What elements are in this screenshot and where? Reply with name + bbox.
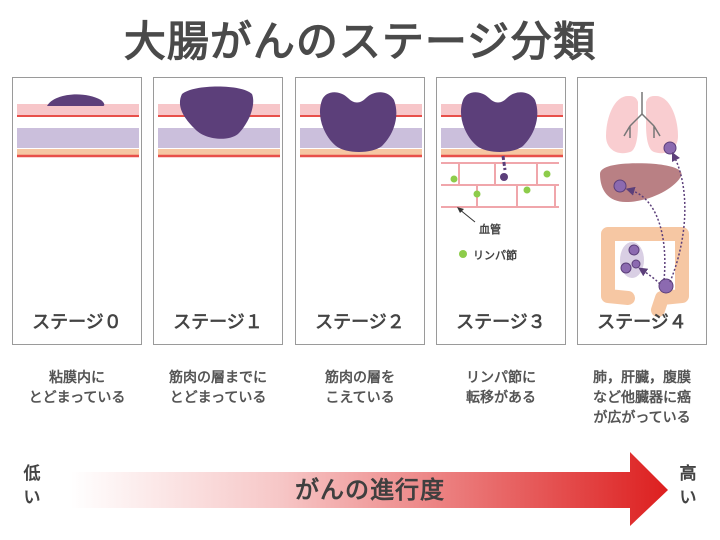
lymph-node	[543, 170, 551, 178]
tumor	[179, 86, 254, 139]
legend-vessel-label: 血管	[479, 223, 501, 236]
metastasis	[628, 244, 640, 256]
stage-4-label: ステージ４	[597, 312, 687, 333]
stage-2-label: ステージ２	[315, 312, 405, 333]
legend-lymph-node-label: リンパ節	[473, 249, 517, 262]
stage-4-illustration	[600, 92, 689, 317]
metastasis	[620, 262, 632, 274]
progression-high-label: 高 い	[679, 464, 697, 508]
stage-1-label: ステージ１	[173, 312, 263, 333]
stage-3-illustration	[441, 92, 563, 258]
lung-right	[646, 96, 678, 154]
progression-arrow	[70, 452, 668, 526]
primary-tumor	[658, 278, 674, 294]
stage-1-panel: ステージ１	[153, 77, 283, 345]
stage-2-panel: ステージ２	[295, 77, 425, 345]
stage-3-panel: 血管 リンパ節 ステージ３	[436, 77, 566, 345]
trachea	[623, 92, 661, 138]
tumor	[319, 92, 397, 152]
blood-vessel-network	[441, 162, 559, 208]
spread-arrows	[625, 151, 686, 285]
stage-3-label: ステージ３	[456, 312, 546, 333]
stage-0-panel: ステージ０	[12, 77, 142, 345]
stage-1-description: 筋肉の層までに とどまっている	[169, 370, 267, 406]
lymph-node	[473, 190, 481, 198]
stage-3-description: リンパ節に 転移がある	[466, 370, 536, 406]
spread-arrow	[501, 155, 507, 171]
lung-left	[606, 96, 638, 154]
stage-1-illustration	[158, 86, 280, 158]
metastasis	[663, 141, 677, 155]
metastasis	[631, 259, 641, 269]
progression-low-label: 低 い	[23, 464, 41, 508]
lymph-node	[450, 175, 458, 183]
stage-2-illustration	[300, 92, 422, 158]
colon	[601, 227, 689, 317]
stage-0-description: 粘膜内に とどまっている	[28, 370, 126, 406]
legend-lymph-node	[459, 250, 467, 258]
tumor	[460, 92, 538, 152]
stage-4-panel: ステージ４	[577, 77, 707, 345]
stage-0-illustration	[17, 94, 139, 158]
page-title: 大腸がんのステージ分類	[123, 17, 597, 66]
progression-label: がんの進行度	[295, 476, 445, 504]
lymph-node	[523, 186, 531, 194]
metastasis	[613, 179, 627, 193]
stage-2-description: 筋肉の層を こえている	[325, 370, 395, 406]
tumor-cell	[500, 173, 508, 181]
tumor	[47, 94, 105, 106]
stage-4-description: 肺，肝臓，腹膜 など他臓器に癌 が広がっている	[593, 370, 691, 426]
liver	[600, 163, 682, 202]
stage-0-label: ステージ０	[32, 312, 122, 333]
